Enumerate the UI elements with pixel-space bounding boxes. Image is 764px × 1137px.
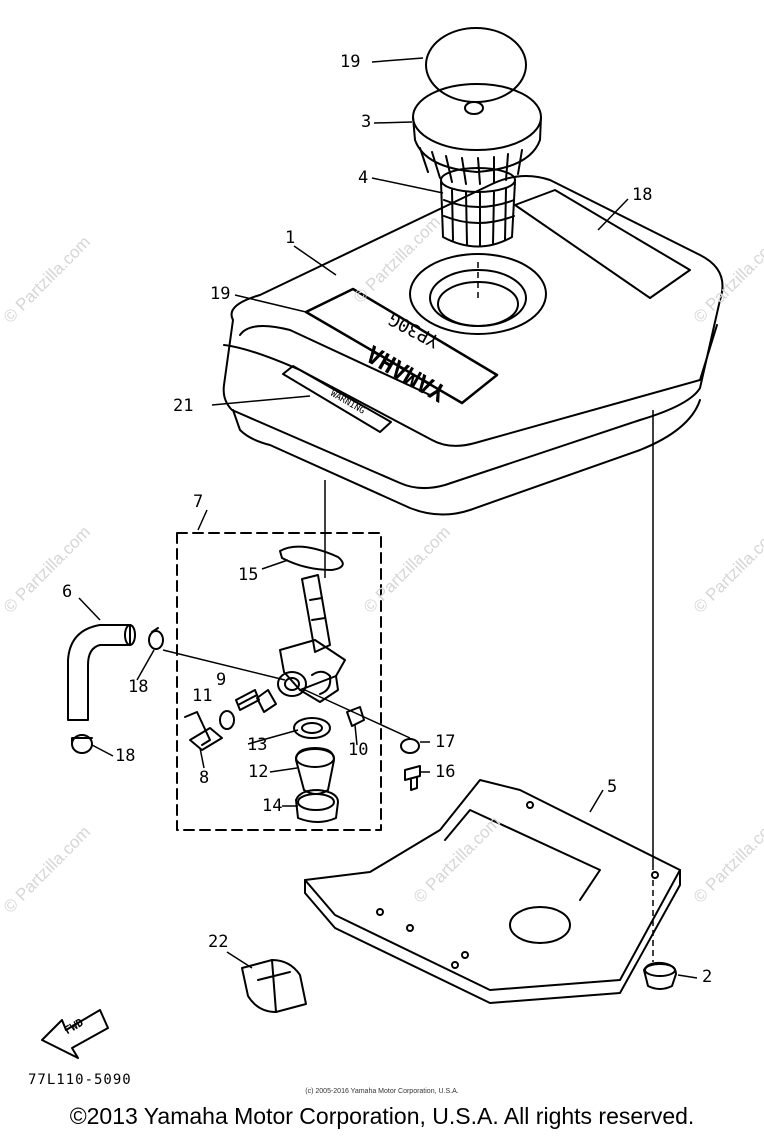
part-15-gasket: [279, 545, 344, 571]
part-9-plug: [256, 689, 277, 713]
part-17-washer: [400, 738, 420, 754]
part-18-clip-upper: [148, 627, 164, 650]
part-23-damper: [241, 959, 307, 1013]
callout-2: 2: [702, 967, 713, 987]
fwd-arrow-icon: [41, 1009, 109, 1059]
tank-brand-text: YAMAHA: [361, 339, 451, 407]
fuel-cock-body: [277, 574, 346, 703]
callout-23: 22: [208, 932, 229, 952]
callout-11: 11: [192, 686, 213, 706]
callout-3: 3: [361, 112, 372, 132]
callout-21: 19: [210, 284, 231, 304]
part-18-clip-lower: [71, 734, 93, 754]
callout-4: 4: [358, 168, 369, 188]
part-19-decal: [514, 189, 691, 299]
part-8-lever: [184, 711, 223, 751]
callout-22: 21: [173, 396, 194, 416]
part-1-fuel-tank: [222, 175, 724, 516]
callout-12: 12: [248, 762, 269, 782]
part-6-fuel-hose: [67, 624, 131, 721]
callout-20: 19: [340, 52, 361, 72]
part-5-bracket: [304, 779, 681, 991]
part-20-gasket: [425, 27, 527, 103]
diagram-code: 77L110-5090: [28, 1072, 132, 1088]
callout-17: 17: [435, 732, 456, 752]
part-14-nut: [295, 789, 339, 823]
callout-8: 8: [199, 768, 210, 788]
part-12-cup: [295, 747, 335, 795]
callout-18-lower: 18: [115, 746, 136, 766]
part-21-yamaha-decal: [304, 287, 499, 405]
callout-7: 7: [193, 492, 204, 512]
part-22-warning-label: [282, 365, 392, 433]
callout-19: 18: [632, 185, 653, 205]
part-13-o-ring: [293, 717, 331, 739]
part-10-screw: [346, 706, 365, 727]
part-16-bolt: [404, 765, 421, 791]
part-7-fuel-cock-assembly-box: [176, 532, 382, 831]
callout-10: 10: [348, 740, 369, 760]
callout-18-upper: 18: [128, 677, 149, 697]
callout-6: 6: [62, 582, 73, 602]
callout-13: 13: [247, 735, 268, 755]
callout-5: 5: [607, 777, 618, 797]
callout-14: 14: [262, 796, 283, 816]
copyright-footer: ©2013 Yamaha Motor Corporation, U.S.A. A…: [69, 1103, 695, 1129]
callout-1: 1: [285, 228, 296, 248]
callout-9: 9: [216, 670, 227, 690]
callout-16: 16: [435, 762, 456, 782]
small-copyright: (c) 2005-2016 Yamaha Motor Corporation, …: [305, 1088, 459, 1095]
part-9-screw: [235, 689, 260, 711]
part-11-o-ring: [219, 710, 235, 730]
callout-15: 15: [238, 565, 259, 585]
part-4-strainer: [440, 167, 516, 248]
tank-model-text: YP30G: [385, 308, 443, 352]
